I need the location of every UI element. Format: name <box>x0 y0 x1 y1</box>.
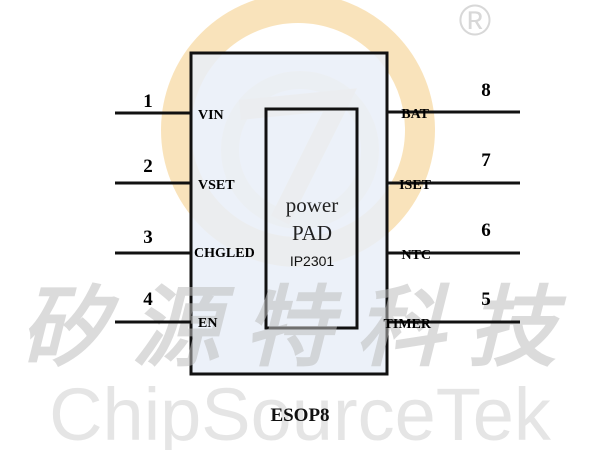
chip-body <box>189 51 389 376</box>
pin-number: 2 <box>143 156 153 177</box>
pin-name: EN <box>198 316 217 331</box>
pin-number: 6 <box>481 220 491 241</box>
pin-2: 2 VSET <box>115 156 235 193</box>
pin-5: 5 TIMER <box>384 289 520 332</box>
pad-label-power: power <box>286 193 338 217</box>
pad-label-pad: PAD <box>292 221 332 245</box>
pin-name: NTC <box>401 248 431 263</box>
part-number: IP2301 <box>290 253 335 269</box>
package-label: ESOP8 <box>270 405 329 426</box>
pin-name: TIMER <box>384 317 432 332</box>
pin-number: 3 <box>143 227 153 248</box>
watermark-english: ChipSourceTek <box>49 373 552 450</box>
watermark-chinese: 矽源特科技 <box>20 281 580 378</box>
pin-number: 7 <box>481 150 491 171</box>
pin-name: ISET <box>399 178 432 193</box>
pin-1: 1 VIN <box>115 91 224 123</box>
pin-name: VSET <box>198 178 235 193</box>
pin-name: CHGLED <box>194 246 255 261</box>
pin-4: 4 EN <box>115 289 217 331</box>
pin-name: BAT <box>401 107 429 122</box>
pin-number: 1 <box>143 91 153 112</box>
pin-8: 8 BAT <box>387 80 520 122</box>
registered-mark: ® <box>459 0 491 45</box>
pin-6: 6 NTC <box>387 220 520 263</box>
pin-7: 7 ISET <box>387 150 520 193</box>
pin-number: 8 <box>481 80 491 101</box>
pin-number: 5 <box>481 289 491 310</box>
pin-3: 3 CHGLED <box>115 227 255 261</box>
power-pad <box>264 107 359 330</box>
pin-number: 4 <box>143 289 153 310</box>
pin-name: VIN <box>198 108 224 123</box>
